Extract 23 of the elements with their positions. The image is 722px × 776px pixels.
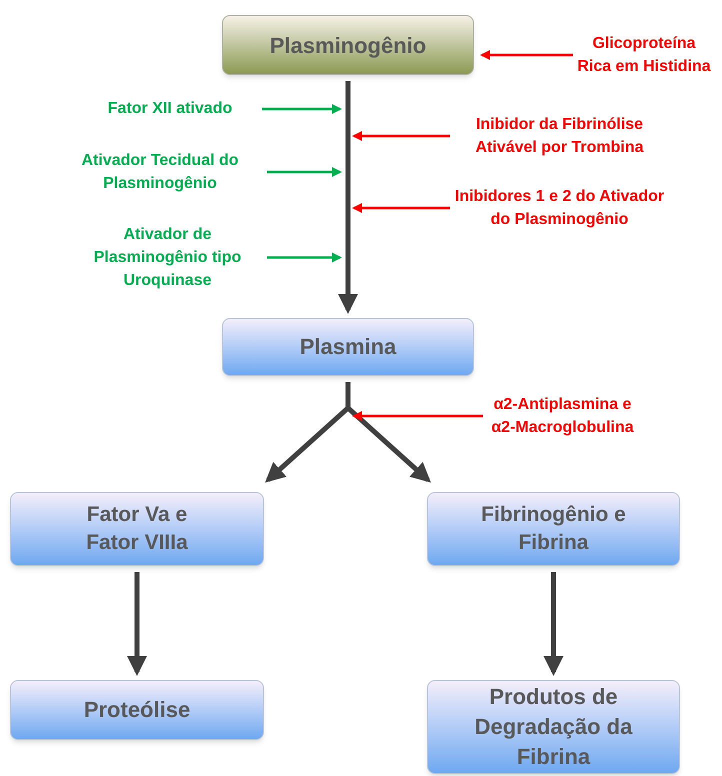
arrow (352, 203, 450, 213)
process-box: Plasmina (222, 318, 474, 376)
process-box: Plasminogênio (222, 15, 474, 75)
inhibitor-label: Inibidores 1 e 2 do Ativador do Plasminogênio (452, 184, 667, 232)
arrow (338, 81, 358, 314)
inhibitor-label: Glicoproteína Rica em Histidina (575, 30, 713, 80)
arrow (352, 131, 450, 141)
activator-label: Ativador de Plasminogênio tipo Uroquinase (70, 220, 265, 295)
process-box: Produtos de Degradação da Fibrina (427, 680, 680, 774)
activator-label: Ativador Tecidual do Plasminogênio (55, 148, 265, 196)
inhibitor-label: α2-Antiplasmina e α2-Macroglobulina (485, 392, 640, 440)
process-box: Proteólise (10, 680, 264, 740)
arrow (352, 411, 483, 421)
arrow (262, 104, 342, 114)
arrow (544, 572, 564, 676)
inhibitor-label: Inibidor da Fibrinólise Ativável por Trombina (452, 112, 667, 160)
arrow (267, 252, 342, 262)
activator-label: Fator XII ativado (80, 97, 260, 121)
arrow (480, 50, 573, 60)
process-box: Fator Va e Fator VIIIa (10, 492, 264, 566)
arrow (127, 572, 147, 676)
arrow (267, 167, 342, 177)
process-box: Fibrinogênio e Fibrina (427, 492, 680, 566)
